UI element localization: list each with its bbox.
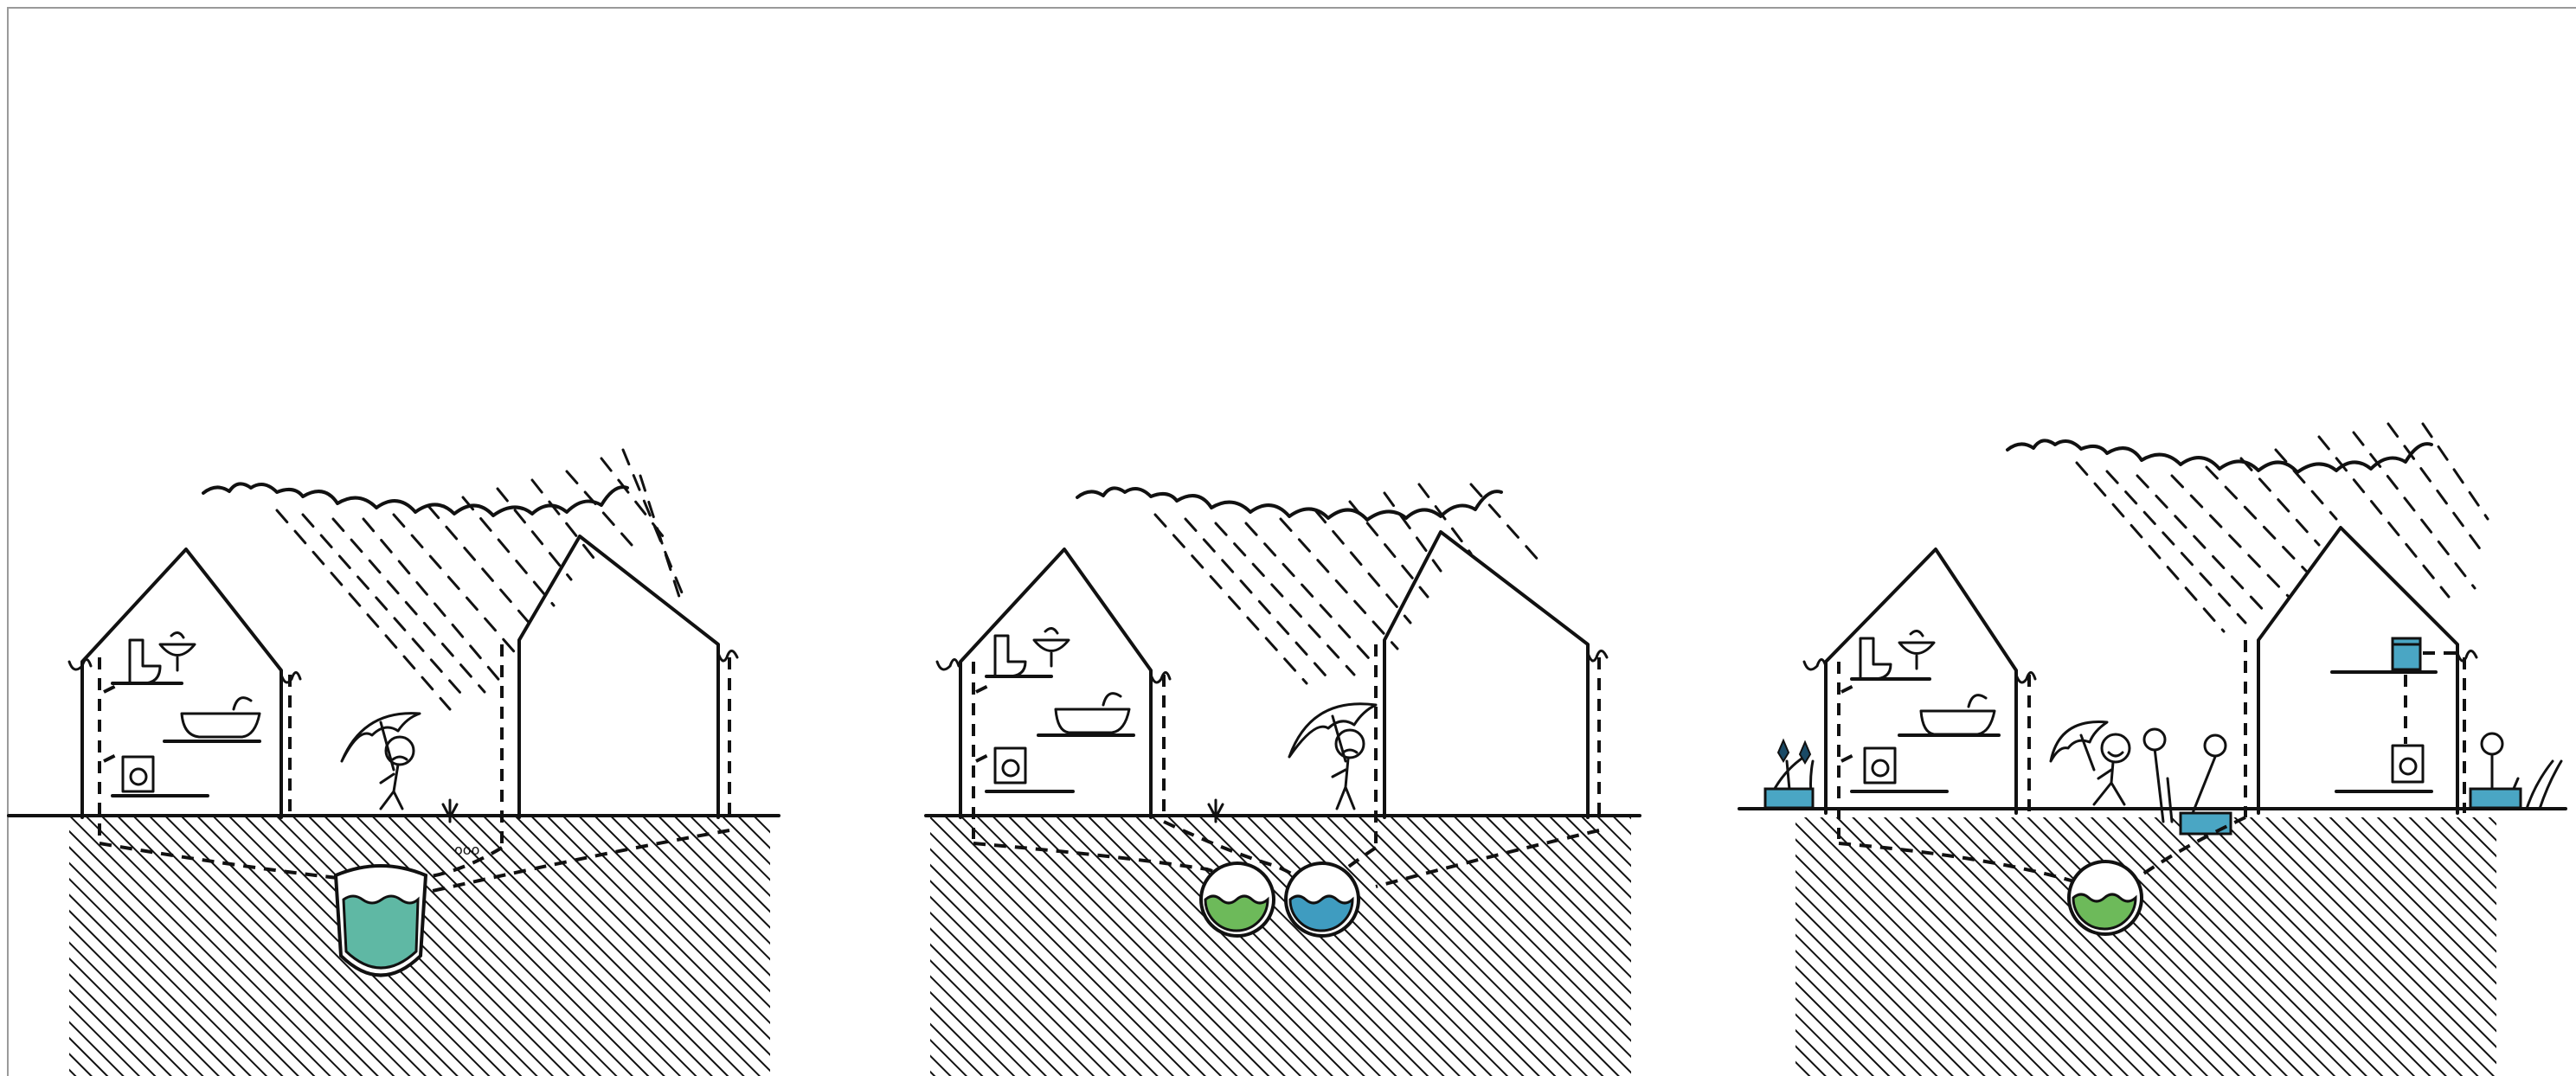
rain-icon [1155, 484, 1540, 683]
washing-machine-icon [1865, 748, 1895, 783]
sink-icon [1899, 631, 1934, 669]
toilet-icon [130, 640, 160, 683]
panel-rainwater-reuse [1739, 424, 2566, 1076]
cloud-icon [203, 484, 627, 516]
flower-icon [2470, 733, 2561, 809]
flower-icon [1765, 740, 1813, 809]
washing-machine-icon [2393, 746, 2423, 782]
house-icon [1826, 549, 2016, 813]
sink-icon [160, 632, 195, 670]
greywater-pipe [2069, 861, 2142, 934]
toilet-icon [1860, 638, 1891, 679]
washing-machine-icon [995, 748, 1025, 783]
umbrella-person-icon [1289, 704, 1376, 809]
umbrella-person-icon [342, 714, 420, 809]
bathtub-icon [182, 698, 260, 737]
svg-text:ooo: ooo [454, 842, 479, 858]
cloud-icon [2007, 440, 2431, 472]
house-icon [1384, 532, 1588, 817]
umbrella-person-icon [2051, 722, 2130, 804]
washing-machine-icon [123, 757, 153, 791]
sink-icon [1034, 628, 1069, 666]
house-icon [960, 549, 1151, 817]
bathtub-icon [1921, 695, 1995, 734]
panel-combined-sewer: ooo [9, 450, 779, 1076]
house-icon [519, 536, 718, 817]
bathtub-icon [1056, 694, 1129, 733]
combined-sewer-pipe [336, 866, 426, 976]
rain-barrel-icon [2393, 638, 2420, 669]
ground-hatch [1795, 817, 2496, 1076]
panel-separate-sewer [926, 484, 1640, 1076]
ground-hatch [930, 817, 1631, 1076]
stormwater-pipe [1286, 863, 1359, 936]
greywater-pipe [1201, 863, 1274, 936]
toilet-icon [995, 636, 1025, 676]
cloud-icon [1077, 488, 1501, 520]
